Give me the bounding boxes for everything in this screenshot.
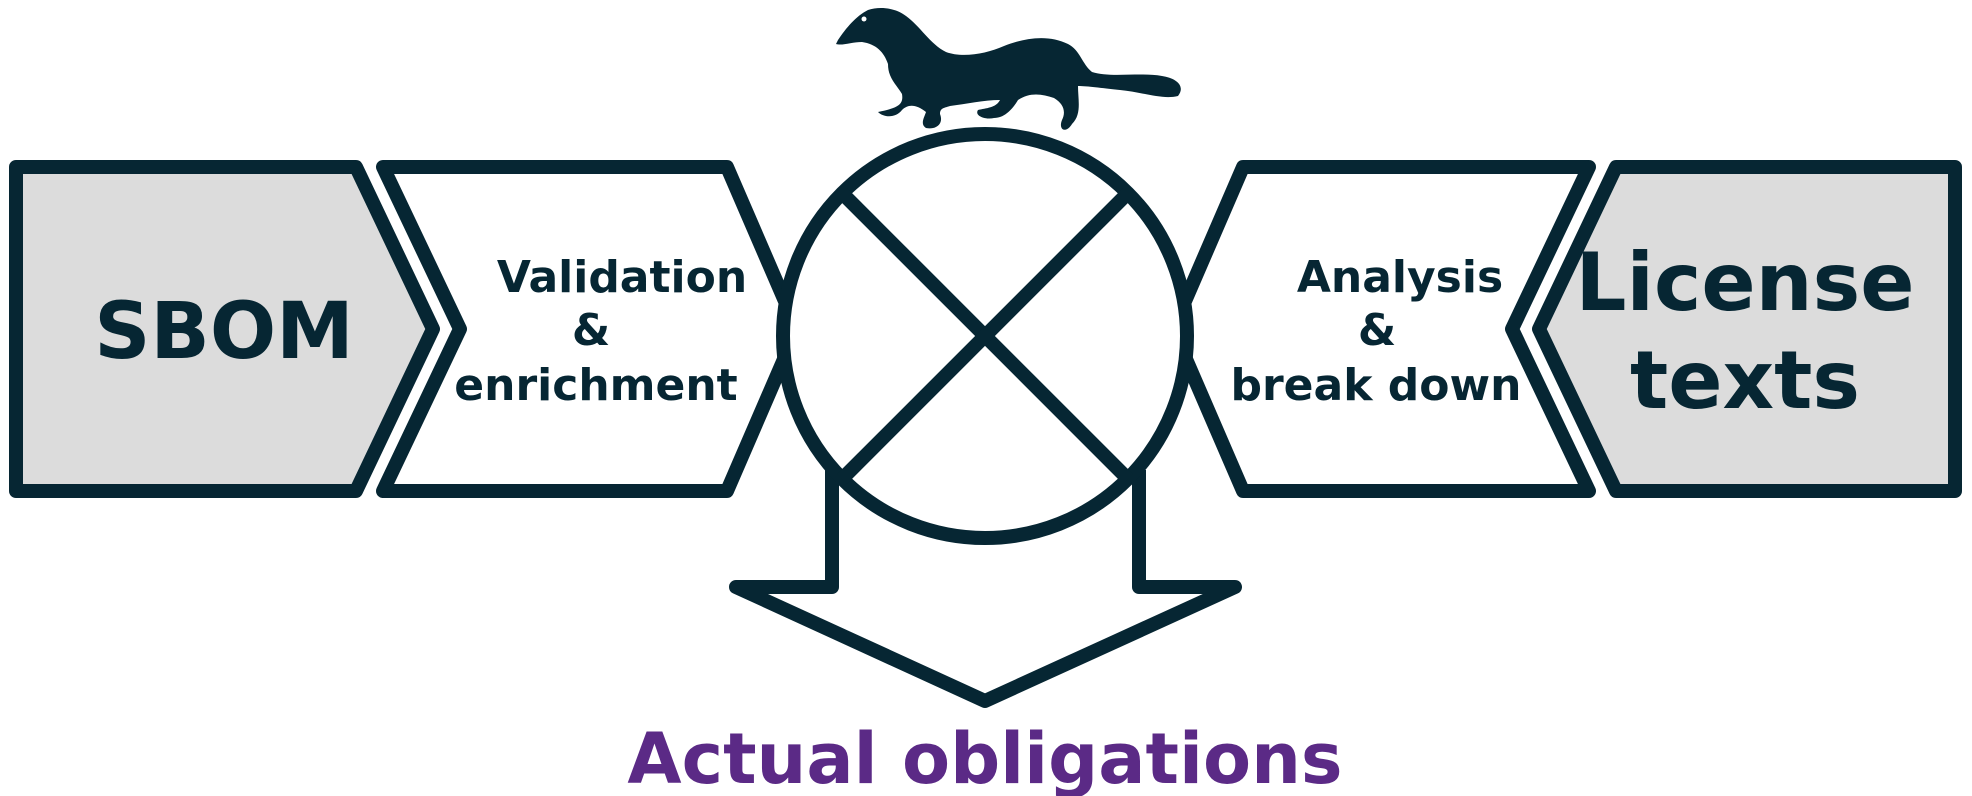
analysis-label-line2: & (1358, 305, 1396, 356)
validation-label-line1: Validation (497, 252, 747, 303)
license-texts-block (1532, 160, 1962, 498)
validation-label-line3: enrichment (454, 360, 737, 411)
analysis-label-line1: Analysis (1297, 252, 1503, 303)
circled-x-merge-icon (776, 127, 1194, 545)
ferret-icon (836, 8, 1181, 130)
analysis-label-line3: break down (1230, 360, 1521, 411)
sbom-label: SBOM (94, 287, 354, 377)
validation-enrichment-block (376, 160, 804, 498)
license-label-line2: texts (1630, 334, 1860, 427)
result-label: Actual obligations (627, 718, 1342, 796)
validation-label-line2: & (572, 305, 610, 356)
license-label-line1: License (1576, 236, 1915, 329)
sbom-block (9, 160, 440, 498)
result-arrow (729, 470, 1242, 708)
